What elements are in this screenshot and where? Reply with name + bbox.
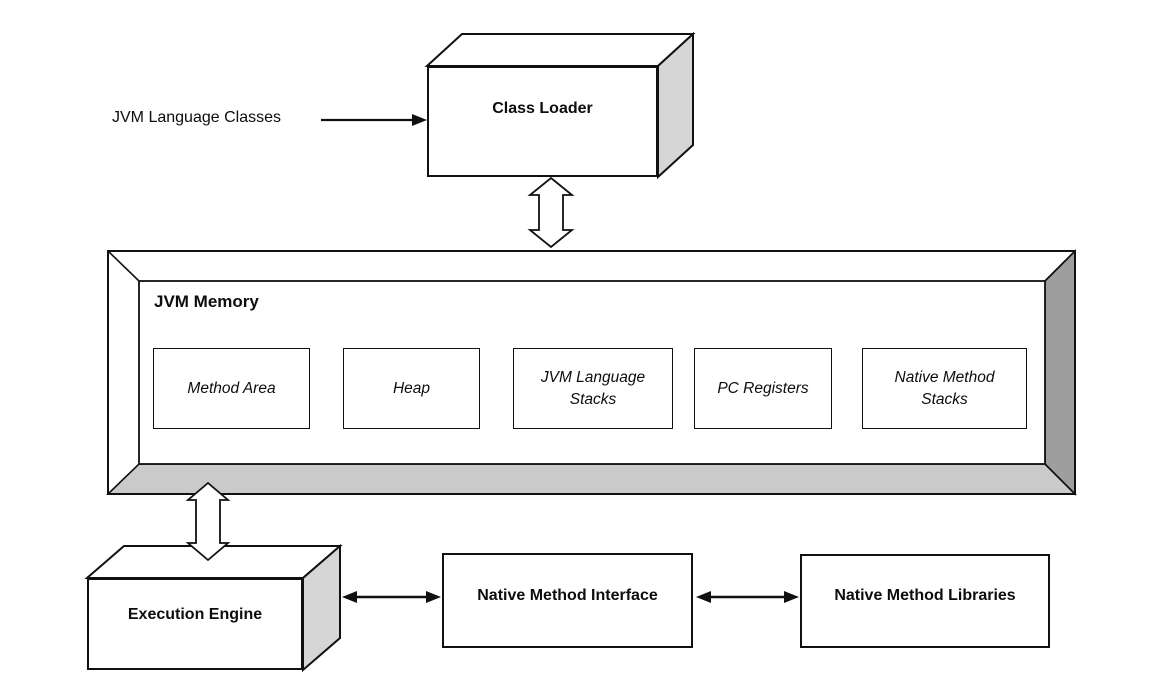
class-loader-label: Class Loader bbox=[492, 99, 593, 117]
execution-engine-right-face bbox=[302, 543, 341, 673]
native-method-stacks-box: Native Method Stacks bbox=[862, 348, 1027, 429]
nmi-nml-arrow-head-left bbox=[696, 591, 711, 603]
memory-execution-arrow bbox=[185, 481, 231, 562]
engine-nmi-arrow-head-right bbox=[426, 591, 441, 603]
nmi-nml-arrow-head-right bbox=[784, 591, 799, 603]
jvm-memory-title: JVM Memory bbox=[154, 292, 259, 311]
native-method-libraries-label: Native Method Libraries bbox=[834, 587, 1016, 604]
execution-engine-box: Execution Engine bbox=[87, 578, 303, 670]
method-area-box: Method Area bbox=[153, 348, 310, 429]
classloader-memory-arrow bbox=[527, 176, 575, 249]
heap-label: Heap bbox=[392, 379, 431, 397]
heap-box: Heap bbox=[343, 348, 480, 429]
input-arrow-head bbox=[412, 114, 427, 126]
method-area-label: Method Area bbox=[187, 379, 276, 397]
engine-nmi-arrow-head-left bbox=[342, 591, 357, 603]
jvm-language-classes-label: JVM Language Classes bbox=[112, 109, 281, 126]
pc-registers-label: PC Registers bbox=[717, 379, 809, 397]
jvm-language-stacks-box: JVM Language Stacks bbox=[513, 348, 673, 429]
jvm-memory-bottom-face bbox=[106, 463, 1077, 495]
pc-registers-box: PC Registers bbox=[694, 348, 832, 429]
class-loader-top-face bbox=[424, 33, 696, 67]
native-method-libraries-box: Native Method Libraries bbox=[800, 554, 1050, 648]
execution-engine-label: Execution Engine bbox=[127, 606, 263, 623]
native-method-stacks-label: Native Method Stacks bbox=[894, 368, 995, 408]
jvm-memory-topright-edge bbox=[1044, 250, 1076, 282]
jvm-memory-right-face bbox=[1044, 249, 1076, 496]
jvm-language-stacks-label: JVM Language Stacks bbox=[540, 368, 646, 408]
class-loader-right-face bbox=[657, 31, 694, 180]
jvm-memory-outer-frame bbox=[107, 250, 1076, 495]
native-method-interface-label: Native Method Interface bbox=[477, 586, 658, 604]
jvm-memory-topleft-edge bbox=[107, 250, 140, 282]
class-loader-box: Class Loader bbox=[427, 66, 658, 177]
native-method-interface-box: Native Method Interface bbox=[442, 553, 693, 648]
